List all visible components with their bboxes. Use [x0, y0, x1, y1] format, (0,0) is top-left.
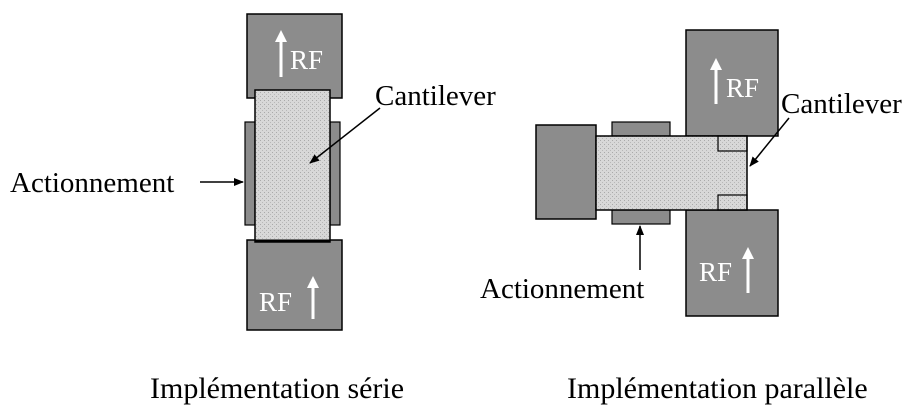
up-arrow-icon: [710, 58, 722, 104]
rf-label-bottom: RF: [259, 287, 292, 317]
cantilever-parallel: [595, 135, 748, 211]
rf-electrode-top: RF: [246, 13, 343, 99]
cantilever-label-series: Cantilever: [375, 80, 496, 112]
caption-series: Implémentation série: [150, 372, 404, 405]
cantilever-pointer-arrow-parallel: [749, 117, 790, 167]
rf-label-top-parallel: RF: [726, 73, 759, 103]
actuation-electrode-left: [244, 121, 256, 226]
actuation-electrode-top: [611, 121, 671, 137]
caption-parallel: Implémentation parallèle: [567, 372, 868, 405]
up-arrow-icon: [275, 30, 287, 77]
cantilever-series: [254, 89, 331, 243]
rf-label-bottom-parallel: RF: [699, 257, 732, 287]
up-arrow-icon: [742, 247, 754, 293]
parallel-implementation: RF RF Cantilever Actionnement Implémenta…: [480, 29, 902, 405]
rf-electrode-bottom: RF: [246, 239, 343, 331]
actuation-label-parallel: Actionnement: [480, 273, 644, 305]
cantilever-pointer-arrow-series: [309, 107, 381, 164]
rf-electrode-top-parallel: RF: [685, 29, 779, 137]
actuation-electrode-bottom: [611, 209, 671, 225]
cantilever-label-parallel: Cantilever: [781, 88, 902, 120]
actuation-label-series: Actionnement: [10, 167, 174, 199]
up-arrow-icon: [307, 276, 319, 319]
anchor-block: [535, 124, 597, 220]
rf-label-top: RF: [290, 45, 323, 75]
series-implementation: RF RF Cantilever Actionnement Implémenta…: [10, 13, 496, 405]
actuation-electrode-right: [329, 121, 341, 226]
rf-electrode-bottom-parallel: RF: [685, 209, 779, 317]
